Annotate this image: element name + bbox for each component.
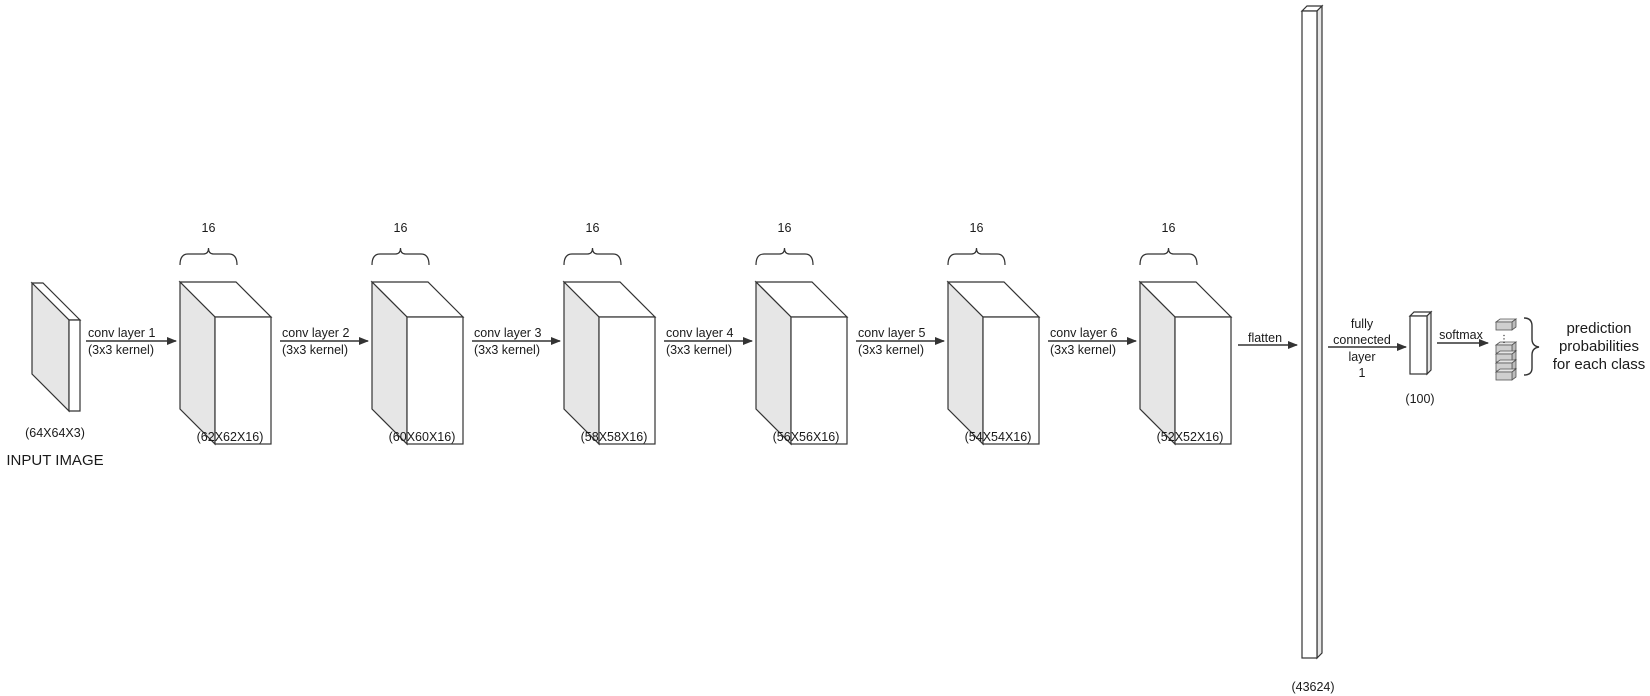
input-dims-label: (64X64X3) [25,426,85,440]
conv-dims-label-6: (52X52X16) [1157,430,1224,444]
depth-brace-5 [947,247,1006,266]
conv-kernel-label-6: (3x3 kernel) [1050,343,1116,357]
flatten-label: flatten [1248,331,1282,345]
conv-block-3: 16 (58X58X16) conv layer 3 (3x3 kernel) [472,221,657,446]
output-label-line-3: for each class [1553,356,1646,373]
output-label-line-2: probabilities [1559,338,1639,355]
dense-label-line-1: fully [1351,317,1374,331]
conv-block-6: 16 (52X52X16) conv layer 6 (3x3 kernel) [1048,221,1233,446]
depth-label-6: 16 [1162,221,1176,235]
conv-block-2: 16 (60X60X16) conv layer 2 (3x3 kernel) [280,221,465,446]
conv-block-4: 16 (56X56X16) conv layer 4 (3x3 kernel) [664,221,849,446]
depth-label-4: 16 [778,221,792,235]
softmax-label: softmax [1439,328,1484,342]
conv-arrow-label-1: conv layer 1 [88,326,155,340]
conv-blocks: 16 (62X62X16) conv layer 1 (3x3 kernel) 16 (6… [86,221,1233,446]
conv-dims-label-3: (58X58X16) [581,430,648,444]
input-image-slab [30,281,82,413]
conv-arrow-label-3: conv layer 3 [474,326,541,340]
prob-cube-4 [1494,368,1518,381]
flatten-dims-label: (43624) [1291,680,1334,694]
dense-label-line-2: connected [1333,333,1391,347]
conv-block-1: 16 (62X62X16) conv layer 1 (3x3 kernel) [86,221,273,446]
depth-brace-4 [755,247,814,266]
conv-block-5: 16 (54X54X16) conv layer 5 (3x3 kernel) [856,221,1041,446]
conv-dims-label-1: (62X62X16) [197,430,264,444]
softmax-ellipsis: ⋮ [1499,334,1509,345]
depth-label-1: 16 [202,221,216,235]
output-brace [1523,317,1540,376]
conv-kernel-label-3: (3x3 kernel) [474,343,540,357]
conv-arrow-label-4: conv layer 4 [666,326,733,340]
output-probability-cubes [1494,318,1518,381]
prob-cube-3 [1494,359,1518,372]
dense-vector [1408,310,1433,376]
input-title-label: INPUT IMAGE [6,452,103,469]
conv-kernel-label-1: (3x3 kernel) [88,343,154,357]
depth-brace-6 [1139,247,1198,266]
conv-kernel-label-5: (3x3 kernel) [858,343,924,357]
conv-arrow-label-2: conv layer 2 [282,326,349,340]
conv-kernel-label-2: (3x3 kernel) [282,343,348,357]
output-label-line-1: prediction [1566,320,1631,337]
depth-brace-1 [179,247,238,266]
depth-label-2: 16 [394,221,408,235]
conv-kernel-label-4: (3x3 kernel) [666,343,732,357]
conv-dims-label-5: (54X54X16) [965,430,1032,444]
dense-dims-label: (100) [1405,392,1434,406]
depth-brace-2 [371,247,430,266]
dense-label-line-4: 1 [1359,366,1366,380]
depth-label-3: 16 [586,221,600,235]
conv-dims-label-2: (60X60X16) [389,430,456,444]
prob-cube-2 [1494,350,1518,363]
conv-arrow-label-5: conv layer 5 [858,326,925,340]
dense-label-line-3: layer [1348,350,1375,364]
prob-cube-1 [1494,341,1518,354]
depth-label-5: 16 [970,221,984,235]
prob-cube-top [1494,318,1518,331]
depth-brace-3 [563,247,622,266]
conv-arrow-label-6: conv layer 6 [1050,326,1117,340]
conv-dims-label-4: (56X56X16) [773,430,840,444]
flatten-vector [1300,4,1324,660]
